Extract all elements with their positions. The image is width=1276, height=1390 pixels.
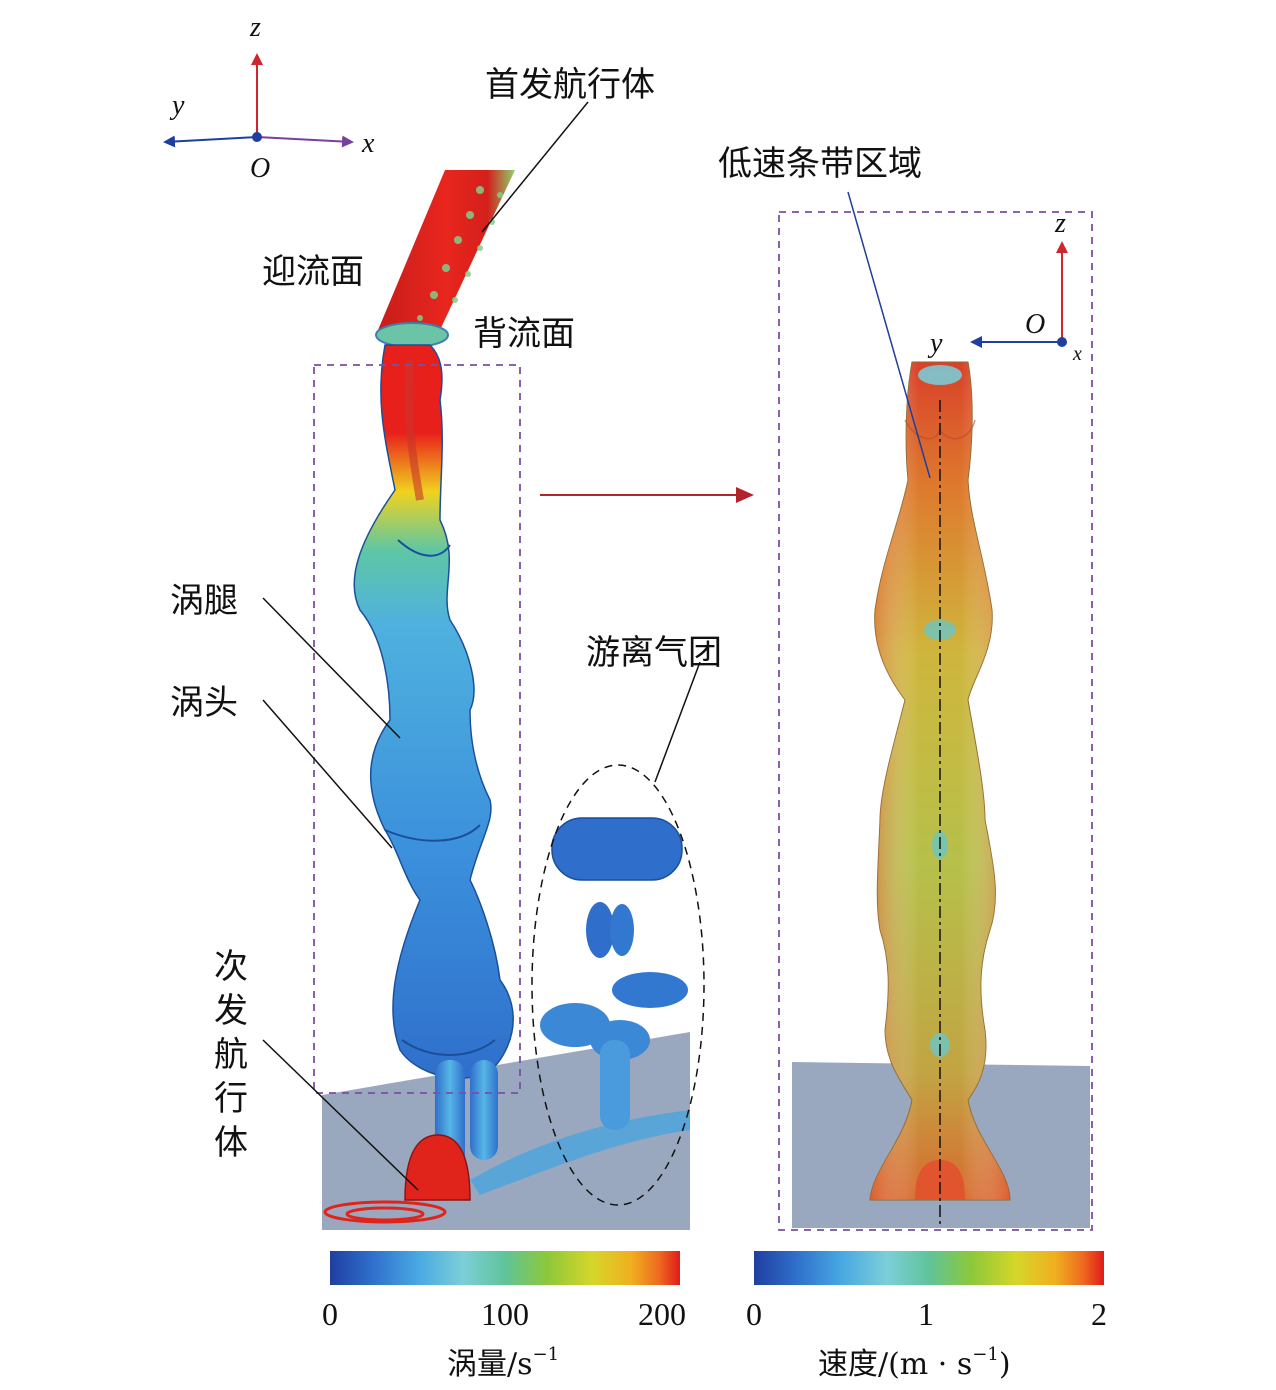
- label-second-vehicle-char-3: 航: [214, 1035, 248, 1075]
- floor-spray: [470, 1110, 690, 1195]
- label-detached-bubble: 游离气团: [586, 633, 722, 673]
- label-second-vehicle: 次 发 航 行 体: [214, 947, 248, 1163]
- vortex-column: [353, 344, 514, 1170]
- colorbar-vorticity: 0 100 200 涡量/s−1: [322, 1251, 686, 1382]
- speed-column: [869, 361, 1011, 1225]
- origin-label-right: O: [1025, 309, 1045, 340]
- y-axis-label: y: [169, 90, 185, 121]
- origin-dot: [252, 132, 262, 142]
- x-axis-label: x: [361, 128, 375, 159]
- colorbar-speed-title-end: ): [999, 1347, 1011, 1382]
- z-axis-label: z: [249, 12, 261, 43]
- leader-second-vehicle: [262, 1039, 419, 1191]
- x-axis-arrow: [256, 135, 354, 148]
- label-vortex-leg: 涡腿: [170, 581, 238, 621]
- y-axis-label-right: y: [927, 328, 943, 359]
- x-axis-label-right: x: [1072, 343, 1082, 365]
- axis-triad-right: z y x O: [927, 208, 1082, 365]
- colorbar-vorticity-title-sup: −1: [533, 1344, 560, 1365]
- zoom-frame-right: [778, 211, 1093, 1231]
- first-vehicle-body: [375, 170, 515, 348]
- colorbar-speed-title: 速度/(m · s−1): [818, 1344, 1011, 1382]
- label-second-vehicle-char-4: 行: [214, 1079, 248, 1119]
- leader-first-vehicle: [481, 101, 589, 233]
- colorbar-speed-gradient: [754, 1251, 1104, 1285]
- label-second-vehicle-char-5: 体: [214, 1123, 248, 1163]
- colorbar-speed-tick-0: 0: [746, 1296, 762, 1332]
- y-axis-arrow: [163, 135, 258, 148]
- colorbar-vorticity-tick-0: 0: [322, 1296, 338, 1332]
- leader-low-speed-band: [847, 191, 931, 479]
- label-vortex-head: 涡头: [170, 683, 238, 723]
- colorbar-speed-title-main: 速度/(m · s: [818, 1347, 972, 1382]
- label-leeward-face: 背流面: [473, 314, 575, 354]
- label-first-vehicle: 首发航行体: [485, 65, 655, 105]
- leader-vortex-leg: [262, 597, 401, 739]
- label-second-vehicle-char-1: 次: [214, 947, 248, 987]
- colorbar-speed: 0 1 2 速度/(m · s−1): [746, 1251, 1107, 1382]
- colorbar-speed-tick-1: 1: [918, 1296, 934, 1332]
- colorbar-vorticity-title: 涡量/s−1: [447, 1344, 559, 1382]
- leader-detached-bubble: [654, 661, 701, 783]
- z-axis-label-right: z: [1054, 208, 1066, 239]
- origin-label: O: [250, 153, 270, 184]
- origin-dot-right: [1057, 337, 1067, 347]
- bubble-highlight-ellipse: [531, 764, 705, 1206]
- leader-vortex-head: [262, 699, 393, 849]
- axis-triad-left: z y x O: [163, 12, 375, 184]
- label-windward-face: 迎流面: [262, 252, 364, 292]
- colorbar-speed-tick-2: 2: [1091, 1296, 1107, 1332]
- colorbar-vorticity-gradient: [330, 1251, 680, 1285]
- colorbar-vorticity-title-main: 涡量/s: [447, 1347, 533, 1382]
- detached-bubble-cluster: [540, 817, 688, 1130]
- label-low-speed-band: 低速条带区域: [718, 144, 922, 184]
- label-second-vehicle-char-2: 发: [214, 991, 248, 1031]
- colorbar-vorticity-tick-1: 100: [481, 1296, 529, 1332]
- second-vehicle-body: [323, 1134, 471, 1224]
- colorbar-vorticity-tick-2: 200: [638, 1296, 686, 1332]
- colorbar-speed-title-sup: −1: [972, 1344, 999, 1365]
